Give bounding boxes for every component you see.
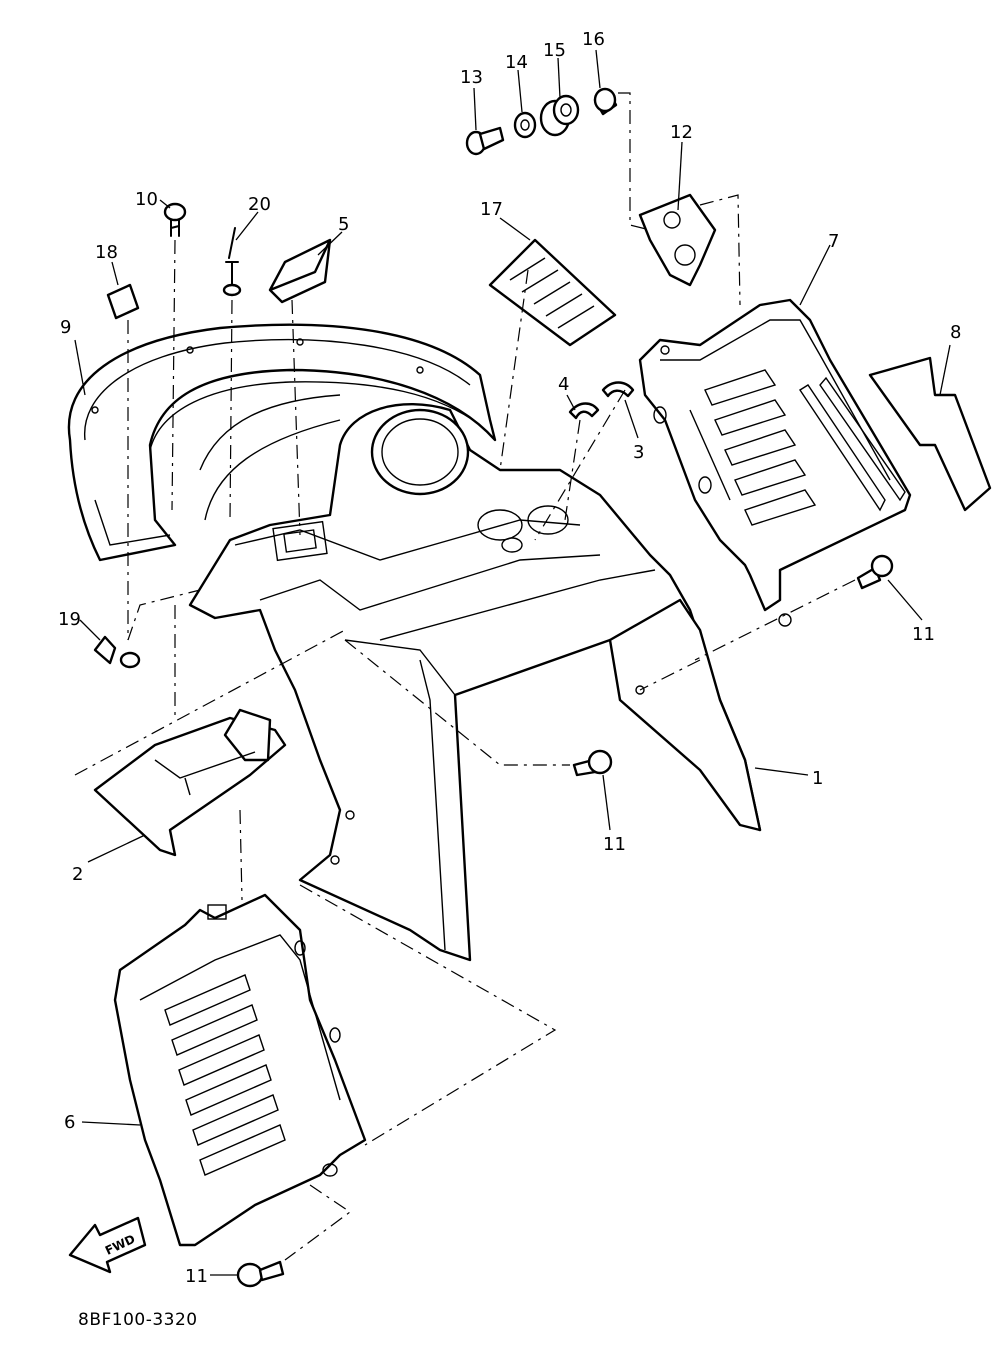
part-5-clip xyxy=(268,238,332,304)
label-part-6: 6 xyxy=(64,1112,75,1133)
part-1-main-body xyxy=(188,403,762,962)
part-18-cap xyxy=(106,283,140,320)
part-labels: 1 2 3 4 5 6 7 8 9 10 11 11 11 11 12 13 1… xyxy=(58,29,961,1287)
part-7-right-side-cover xyxy=(638,298,912,627)
part-11-bolt-center xyxy=(572,749,613,777)
label-part-12: 12 xyxy=(670,122,693,143)
label-part-19: 19 xyxy=(58,609,81,630)
fwd-arrow-icon: FWD xyxy=(68,1216,147,1274)
part-8-pad xyxy=(868,356,992,512)
label-part-11-right: 11 xyxy=(912,624,935,645)
part-16-collar xyxy=(593,87,618,116)
label-part-15: 15 xyxy=(543,40,566,61)
part-10-screw xyxy=(163,202,187,237)
label-part-5: 5 xyxy=(338,214,349,235)
label-part-1: 1 xyxy=(812,768,823,789)
label-part-14: 14 xyxy=(505,52,528,73)
part-3-hose xyxy=(601,381,635,398)
part-11-bolt-bottom xyxy=(236,1260,285,1288)
louvers-part-6 xyxy=(164,974,286,1176)
part-17-mat xyxy=(488,238,617,347)
label-part-4: 4 xyxy=(558,374,569,395)
label-part-18: 18 xyxy=(95,242,118,263)
label-part-17: 17 xyxy=(480,199,503,220)
louvers-part-7 xyxy=(704,369,817,526)
part-6-left-side-cover xyxy=(113,893,367,1247)
part-20-rivet xyxy=(222,227,242,297)
part-19-clip xyxy=(93,635,141,669)
part-9-rear-fender xyxy=(67,323,497,562)
label-part-7: 7 xyxy=(828,231,839,252)
label-part-9: 9 xyxy=(60,317,71,338)
label-part-11-center: 11 xyxy=(603,834,626,855)
label-part-16: 16 xyxy=(582,29,605,50)
part-12-bracket xyxy=(638,193,717,287)
part-2-lower-panel xyxy=(93,708,287,857)
part-13-bolt xyxy=(465,126,505,156)
part-15-grommet xyxy=(539,94,580,137)
label-part-8: 8 xyxy=(950,322,961,343)
label-part-2: 2 xyxy=(72,864,83,885)
label-part-13: 13 xyxy=(460,67,483,88)
part-14-washer xyxy=(513,111,537,139)
part-4-hose xyxy=(568,402,600,420)
leader-lines xyxy=(74,49,951,1276)
label-part-10: 10 xyxy=(135,189,158,210)
label-part-20: 20 xyxy=(248,194,271,215)
label-part-3: 3 xyxy=(633,442,644,463)
drawing-code: 8BF100-3320 xyxy=(78,1310,198,1330)
label-part-11-bottom: 11 xyxy=(185,1266,208,1287)
part-11-bolt-right xyxy=(856,554,894,590)
assembly-lines xyxy=(74,92,856,1261)
